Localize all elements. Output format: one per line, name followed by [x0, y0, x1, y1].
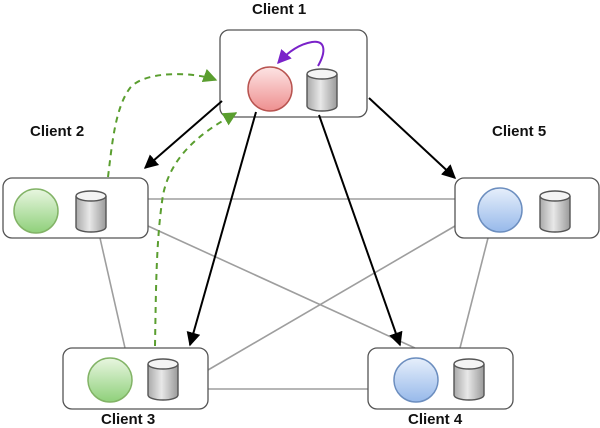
- database-icon: [453, 358, 485, 401]
- node-circle-c1: [247, 66, 293, 112]
- client-c2-contents: [13, 188, 107, 234]
- client-box-c3: [62, 347, 209, 410]
- self-loop-arrow: [277, 40, 325, 67]
- client-c3-contents: [87, 357, 179, 403]
- node-circle-c4: [393, 357, 439, 403]
- client-box-c4: [367, 347, 514, 410]
- client-c1-contents: [247, 40, 338, 112]
- client-label-c1: Client 1: [252, 1, 306, 18]
- arrow-c1-c3: [186, 111, 257, 347]
- mesh-link-c2-c4: [147, 225, 416, 349]
- mesh-link-c2-c3: [99, 237, 126, 349]
- client-box-c1: [219, 29, 368, 118]
- mesh-links: [99, 198, 489, 390]
- mesh-link-c5-c3: [207, 225, 456, 371]
- database-icon: [75, 190, 107, 233]
- node-circle-c2: [13, 188, 59, 234]
- dashed-arrow-c3-c1: [154, 112, 238, 347]
- node-circle-c5: [477, 187, 523, 233]
- node-circle-c3: [87, 357, 133, 403]
- broadcast-arrows: [143, 97, 457, 347]
- database-icon: [539, 190, 571, 233]
- client-label-c5: Client 5: [492, 123, 546, 140]
- arrow-c1-c4: [318, 114, 403, 347]
- arrow-c1-c5: [368, 97, 457, 179]
- client-label-c2: Client 2: [30, 123, 84, 140]
- client-c4-contents: [393, 357, 485, 403]
- dashed-arrow-c2-c1: [107, 68, 218, 178]
- arrow-c1-c2: [143, 100, 223, 169]
- client-label-c4: Client 4: [408, 411, 463, 428]
- client-c5-contents: [477, 187, 571, 233]
- database-icon: [147, 358, 179, 401]
- client-label-c3: Client 3: [101, 411, 155, 428]
- sync-arrows: [107, 68, 238, 347]
- database-icon: [306, 68, 338, 112]
- mesh-link-c5-c4: [459, 237, 489, 349]
- client-box-c5: [454, 177, 600, 239]
